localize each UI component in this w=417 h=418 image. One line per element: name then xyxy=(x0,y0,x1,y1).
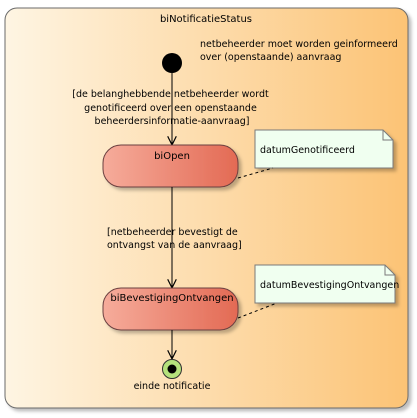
final-state xyxy=(162,359,182,379)
initial-state xyxy=(162,53,182,73)
note-datum-bevestiging-ontvangen-text: datumBevestigingOntvangen xyxy=(260,280,399,291)
container-state: biNotificatieStatus xyxy=(4,7,409,409)
state-bi-bevestiging-ontvangen[interactable]: biBevestigingOntvangen xyxy=(102,287,239,331)
note-link-open xyxy=(237,167,274,179)
note-link-confirmed xyxy=(237,302,278,319)
note-datum-bevestiging-ontvangen: datumBevestigingOntvangen xyxy=(254,264,399,304)
initial-note: netbeheerder moet worden geinformeerd ov… xyxy=(200,39,401,63)
guard-notified: [de belanghebbende netbeheerder wordt ge… xyxy=(72,89,272,127)
note-datum-genotificeerd: datumGenotificeerd xyxy=(254,129,394,169)
state-bi-open-label: biOpen xyxy=(154,151,190,162)
container-title: biNotificatieStatus xyxy=(160,14,252,25)
final-state-label: einde notificatie xyxy=(134,381,211,392)
state-bi-open[interactable]: biOpen xyxy=(102,144,239,188)
state-bi-bevestiging-ontvangen-label: biBevestigingOntvangen xyxy=(110,293,233,304)
guard-confirmed: [netbeheerder bevestigt de ontvangst van… xyxy=(107,227,242,251)
note-datum-genotificeerd-text: datumGenotificeerd xyxy=(260,145,355,156)
